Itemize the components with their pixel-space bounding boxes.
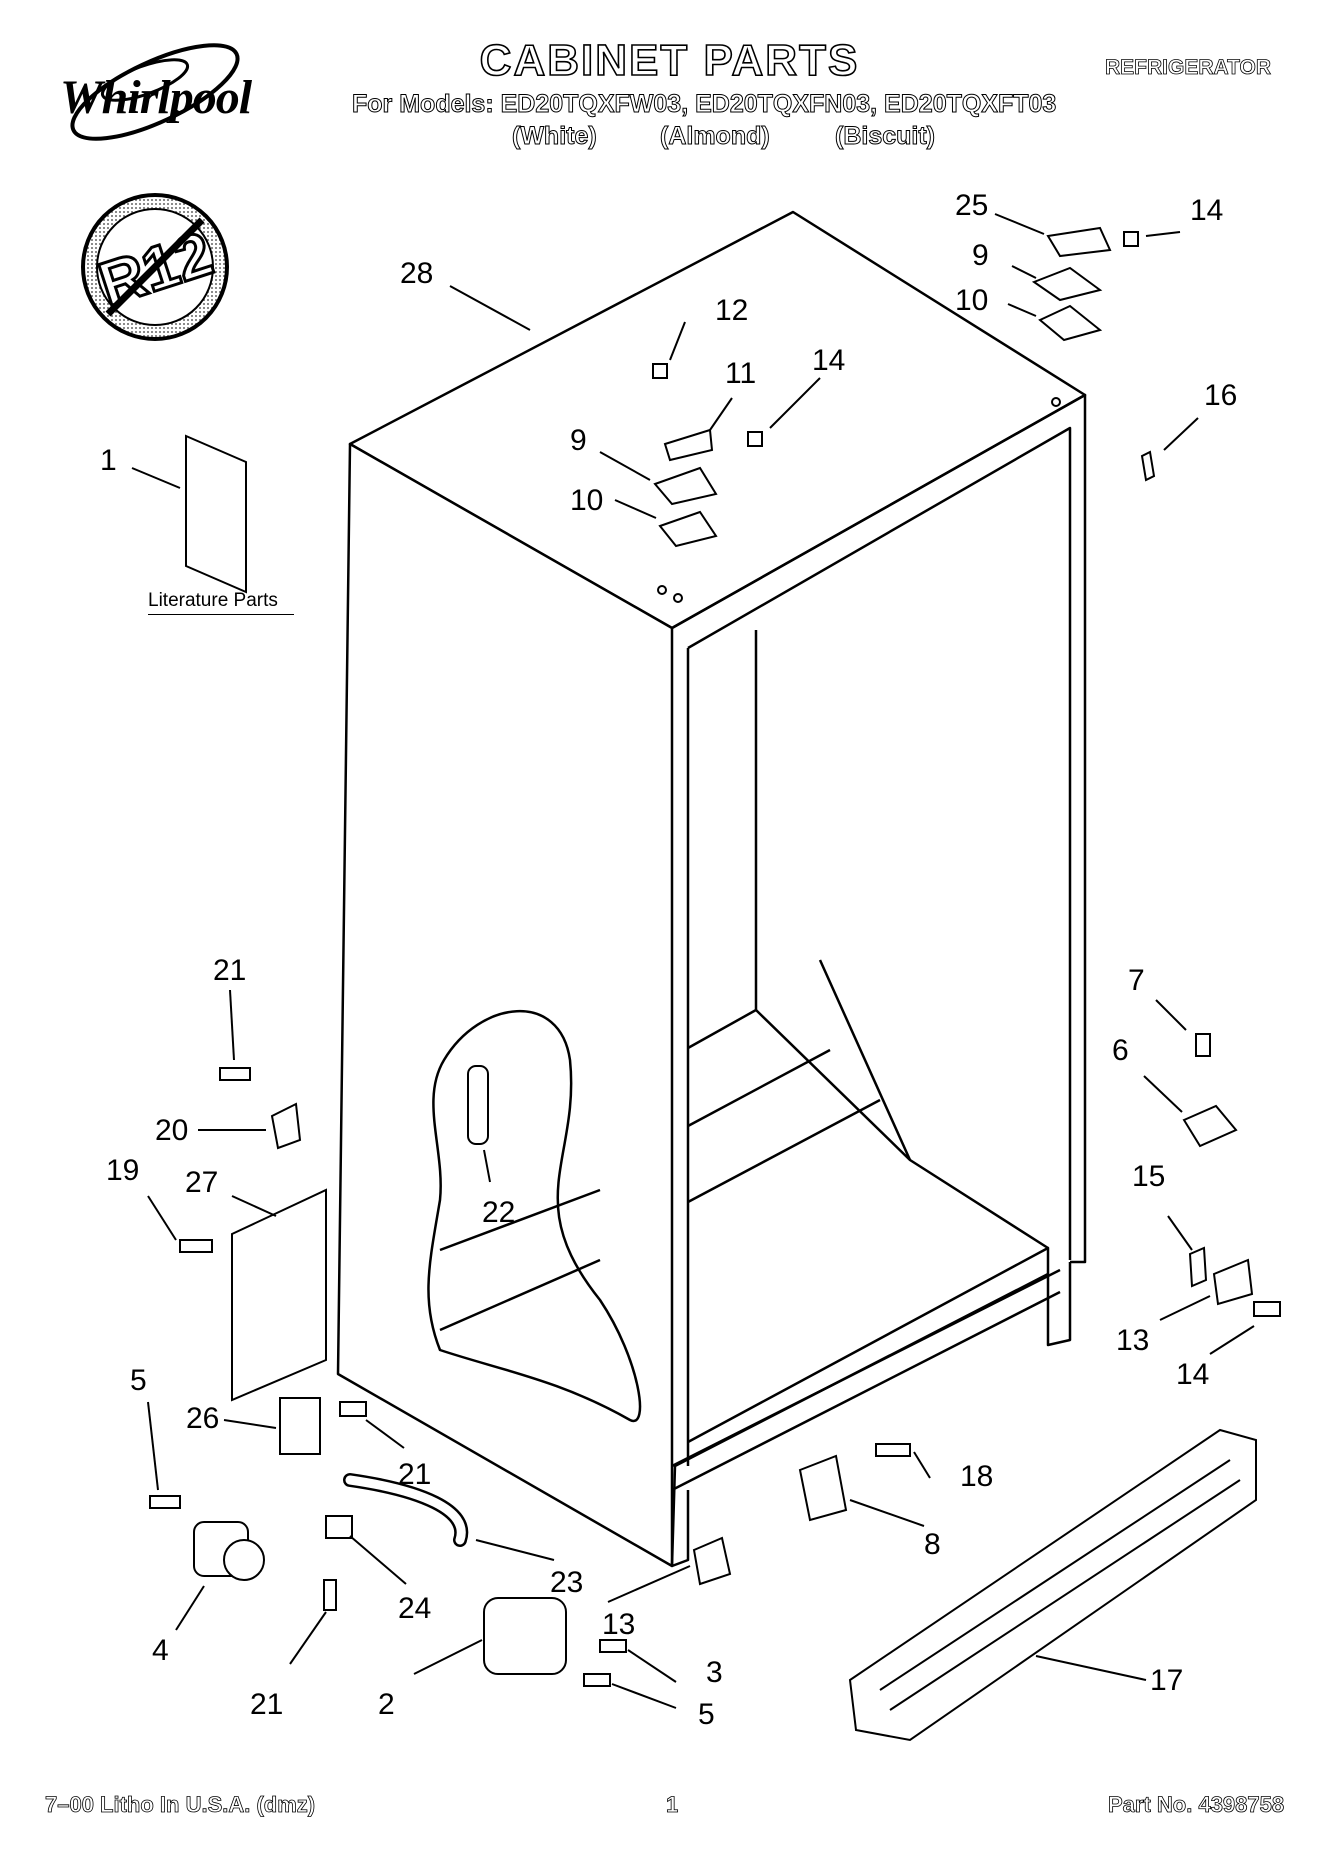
- callout-14: 14: [1190, 194, 1223, 227]
- callout-8: 8: [924, 1528, 941, 1561]
- part-13-right: [1212, 1258, 1254, 1306]
- brand-logo: Whirlpool: [60, 71, 252, 124]
- callout-13-lower: 13: [602, 1608, 635, 1641]
- part-8: [798, 1454, 848, 1522]
- callout-27: 27: [185, 1166, 218, 1199]
- hinge-part-9-top: [1031, 266, 1103, 302]
- product-type: REFRIGERATOR: [1105, 56, 1272, 80]
- hinge-part-10-top: [1038, 304, 1103, 342]
- callout-1: 1: [100, 444, 117, 477]
- callout-5-lower: 5: [698, 1698, 715, 1731]
- screw-part-14: [747, 431, 763, 447]
- models-line: For Models: ED20TQXFW03, ED20TQXFN03, ED…: [351, 90, 1057, 119]
- callout-19: 19: [106, 1154, 139, 1187]
- screw-part-21c: [323, 1579, 337, 1611]
- callout-22: 22: [482, 1196, 515, 1229]
- callout-17: 17: [1150, 1664, 1183, 1697]
- screw-part-7: [1195, 1033, 1211, 1057]
- screw-part-19: [179, 1239, 213, 1253]
- callout-16: 16: [1204, 379, 1237, 412]
- callout-21-lower: 21: [250, 1688, 283, 1721]
- callout-4: 4: [152, 1634, 169, 1667]
- screw-part-12: [652, 363, 668, 379]
- callout-10: 10: [955, 284, 988, 317]
- screw-part-5b: [583, 1673, 611, 1687]
- callout-5: 5: [130, 1364, 147, 1397]
- callout-14-mid: 14: [812, 344, 845, 377]
- footer-litho: 7–00 Litho In U.S.A. (dmz): [45, 1792, 316, 1818]
- clip-part-24: [325, 1515, 353, 1539]
- callout-10-mid: 10: [570, 484, 603, 517]
- callout-21: 21: [213, 954, 246, 987]
- callout-21-mid: 21: [398, 1458, 431, 1491]
- hinge-cover-part-11: [663, 428, 714, 462]
- part-26: [279, 1397, 321, 1455]
- callout-26: 26: [186, 1402, 219, 1435]
- literature-parts-label: Literature Parts: [148, 590, 278, 611]
- color-almond: (Almond): [660, 122, 771, 151]
- callout-3: 3: [706, 1656, 723, 1689]
- callout-18: 18: [960, 1460, 993, 1493]
- tube-part-23: [345, 1475, 466, 1545]
- hinge-part-9: [653, 466, 718, 506]
- callout-2: 2: [378, 1688, 395, 1721]
- part-22-spring: [467, 1065, 489, 1145]
- screw-part-14-right: [1253, 1301, 1281, 1317]
- callout-9: 9: [972, 239, 989, 272]
- part-6: [1182, 1104, 1238, 1148]
- bracket-part-27: [231, 1188, 327, 1402]
- color-white: (White): [512, 122, 598, 151]
- part-20: [270, 1102, 302, 1150]
- screw-part-21: [219, 1067, 251, 1081]
- callout-9-mid: 9: [570, 424, 587, 457]
- callout-25: 25: [955, 189, 988, 222]
- color-biscuit: (Biscuit): [835, 122, 936, 151]
- callout-13: 13: [1116, 1324, 1149, 1357]
- callout-7: 7: [1128, 964, 1145, 997]
- screw-part-5: [149, 1495, 181, 1509]
- callout-23: 23: [550, 1566, 583, 1599]
- screw-part-18: [875, 1443, 911, 1457]
- literature-underline: [148, 614, 294, 615]
- literature-booklet: [185, 434, 247, 594]
- callout-12: 12: [715, 294, 748, 327]
- callout-28: 28: [400, 257, 433, 290]
- grille-part-17: [848, 1428, 1257, 1742]
- screw-part-14-top: [1123, 231, 1139, 247]
- screw-part-3: [599, 1639, 627, 1653]
- callout-20: 20: [155, 1114, 188, 1147]
- footer-part-number: Part No. 4398758: [1108, 1792, 1285, 1818]
- whirlpool-swirl-logo: [70, 43, 240, 141]
- footer-page-number: 1: [666, 1792, 679, 1818]
- roller-part-2: [483, 1597, 567, 1675]
- callout-15: 15: [1132, 1160, 1165, 1193]
- part-13: [692, 1536, 732, 1586]
- no-r12-badge: R12: [81, 193, 229, 341]
- part-15: [1188, 1246, 1208, 1288]
- callout-24: 24: [398, 1592, 431, 1625]
- hinge-part-10: [658, 510, 718, 548]
- callout-6: 6: [1112, 1034, 1129, 1067]
- part-16: [1140, 450, 1156, 482]
- callout-14-right: 14: [1176, 1358, 1209, 1391]
- screw-part-21b: [339, 1401, 367, 1417]
- hinge-cover-part-25: [1046, 226, 1112, 258]
- page-title: CABINET PARTS: [479, 35, 860, 86]
- callout-11: 11: [725, 357, 756, 390]
